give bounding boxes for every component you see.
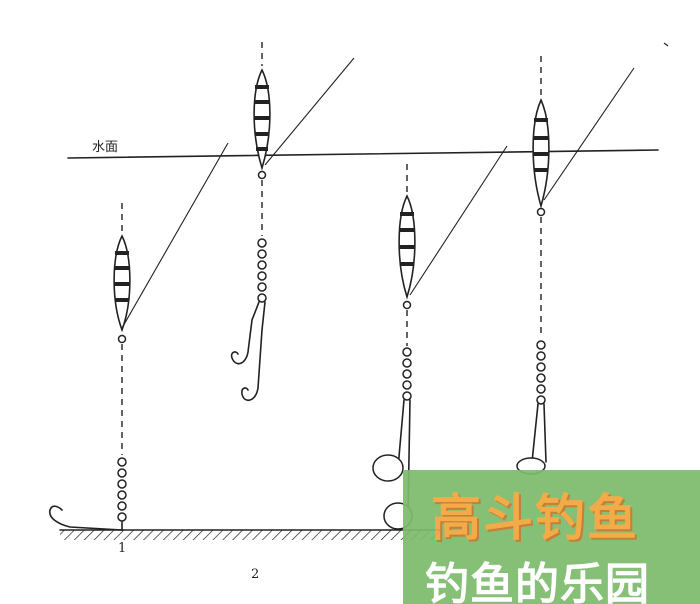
rig-4-rod-line [543,67,635,201]
rig-3-rod-line [409,145,508,296]
rig-3-bait-upper [372,454,404,482]
rig-2-beads [257,238,267,303]
rig-2-label: 2 [251,567,259,582]
rig-2: 2 [230,42,355,582]
watermark-title: 高斗钓鱼 [431,489,639,547]
rig-2-rod-line [264,57,355,166]
water-surface-line [67,149,659,159]
watermark-subtitle: 钓鱼的乐园 [425,559,650,604]
rig-1-hook-line [48,505,123,531]
rig-1: 1 [48,142,229,556]
water-surface-label: 水面 [92,140,118,155]
rig-3-beads [402,347,412,401]
rig-3-float [398,194,416,300]
rig-4-leader [531,403,547,463]
rig-4-beads [536,340,546,405]
rig-2-hook-right [241,301,266,401]
rig-4-float [532,98,550,209]
rig-1-beads [117,457,127,522]
rig-1-label: 1 [118,541,126,556]
watermark-logo: 高斗钓鱼 钓鱼的乐园 [403,470,700,604]
rig-1-rod-line [121,142,229,329]
rig-2-float [253,68,271,171]
top-right-dash [663,42,669,47]
rig-2-hook-left [230,301,260,365]
rig-4 [516,56,635,475]
lake-bottom [59,529,441,540]
rig-1-float [113,234,131,333]
